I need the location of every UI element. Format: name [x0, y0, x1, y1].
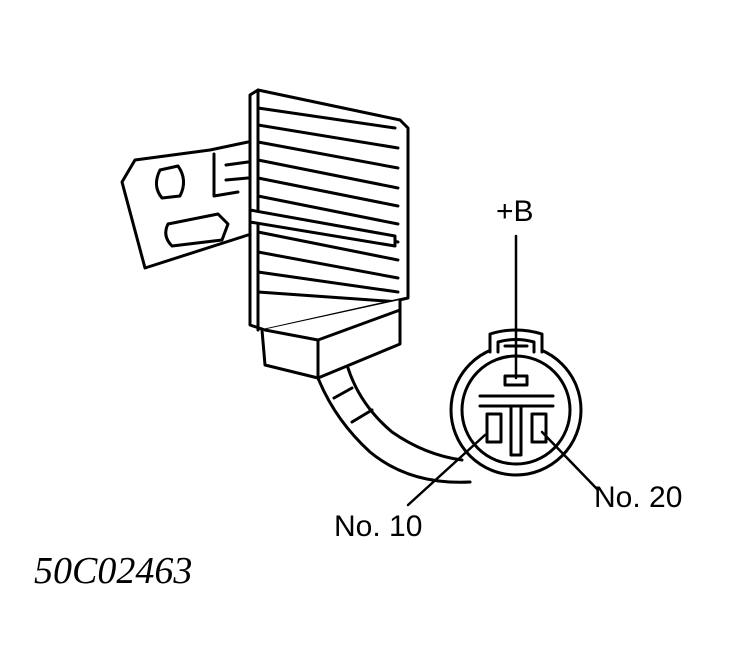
label-plus-b: +B	[496, 195, 534, 228]
mounting-bracket	[120, 140, 250, 270]
leader-lines	[406, 234, 600, 507]
figure-id: 50C02463	[34, 550, 193, 592]
terminal-no-20	[530, 412, 548, 444]
wire-harness	[316, 366, 472, 484]
label-no-10: No. 10	[334, 510, 423, 543]
leader-no-10	[406, 433, 487, 507]
connector	[449, 328, 583, 477]
leader-no-20	[540, 430, 600, 492]
terminal-no-10	[485, 412, 503, 444]
label-no-20: No. 20	[594, 481, 683, 514]
heat-sink	[248, 88, 410, 332]
